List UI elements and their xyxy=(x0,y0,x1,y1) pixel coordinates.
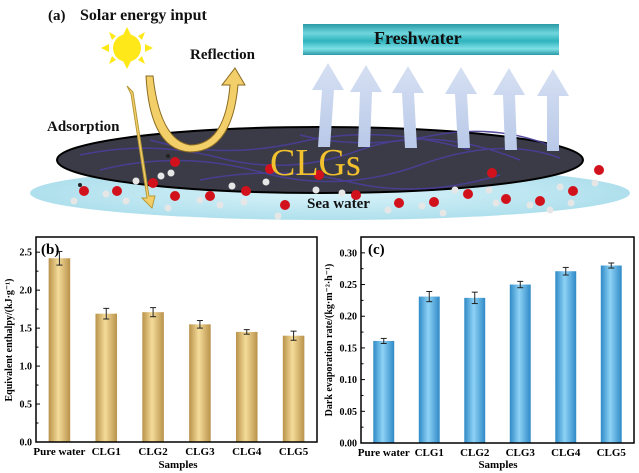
x-tick-label: CLG2 xyxy=(138,446,168,458)
bars-group xyxy=(48,258,305,442)
error-bar xyxy=(517,280,524,289)
x-tick-label: Pure water xyxy=(358,447,410,459)
adsorption-label: Adsorption xyxy=(47,119,120,135)
error-bar xyxy=(380,337,387,344)
x-ticks-group: Pure water CLG1 CLG2 CLG3 CLG4 CLG5 xyxy=(33,446,308,458)
error-bar xyxy=(290,330,297,341)
bar-clg3 xyxy=(189,324,211,442)
bar-clg3 xyxy=(509,284,531,443)
plot-frame xyxy=(35,236,318,443)
y-tick-label: 0.15 xyxy=(340,343,358,354)
bar-clg2 xyxy=(142,312,164,442)
vapor-arrows xyxy=(312,63,569,151)
error-bars-group xyxy=(380,262,615,344)
bar-clg4 xyxy=(235,331,258,442)
x-tick-label: Pure water xyxy=(33,446,85,458)
bars-group xyxy=(373,265,622,443)
reflection-arrow xyxy=(145,67,246,153)
x-tick-label: CLG5 xyxy=(279,446,309,458)
error-bar xyxy=(471,291,478,305)
x-tick-label: CLG4 xyxy=(232,446,262,458)
chart-b: 0.0 0.5 1.0 1.5 2.0 2.5 Pure water CLG1 CLG2 CLG… xyxy=(4,236,318,471)
y-tick-label: 1.5 xyxy=(20,324,33,335)
y-ticks-group: 0.00 0.05 0.10 0.15 0.20 0.25 0.30 xyxy=(340,248,365,450)
x-ticks-group: Pure water CLG1 CLG2 CLG3 CLG4 CLG5 xyxy=(358,447,627,459)
x-tick-label: CLG1 xyxy=(92,446,121,458)
reflection-label: Reflection xyxy=(190,47,255,63)
error-bar xyxy=(608,262,615,269)
bar-pure-water xyxy=(373,340,395,443)
solar-energy-label: Solar energy input xyxy=(80,7,207,24)
panel-b-label: (b) xyxy=(41,242,59,258)
x-axis-label: Samples xyxy=(478,459,518,471)
bar-clg4 xyxy=(555,271,577,443)
y-axis-label: Dark evaporation rate/(kg·m⁻²·h⁻¹) xyxy=(324,264,335,417)
bar-clg5 xyxy=(282,335,305,442)
freshwater-label: Freshwater xyxy=(374,28,462,48)
error-bar xyxy=(56,250,63,266)
y-ticks-group: 0.0 0.5 1.0 1.5 2.0 2.5 xyxy=(20,248,40,449)
illustration-panel-a: (a) Solar energy input Reflection Adsorp… xyxy=(0,0,639,230)
clgs-label: CLGs xyxy=(270,142,361,184)
y-tick-label: 0.10 xyxy=(340,375,358,386)
illustration-svg xyxy=(30,24,630,220)
clg-fibers xyxy=(79,130,561,190)
y-axis-label: Equivalent enthalpy/(kJ·g⁻¹) xyxy=(4,278,15,401)
seawater-label: Sea water xyxy=(307,196,370,212)
x-axis-label: Samples xyxy=(158,459,198,471)
x-tick-label: CLG2 xyxy=(460,447,490,459)
error-bar xyxy=(103,307,110,320)
panel-c-label: (c) xyxy=(368,242,385,258)
y-tick-label: 1.0 xyxy=(20,362,33,373)
y-tick-label: 0.5 xyxy=(20,400,33,411)
y-tick-label: 0.25 xyxy=(340,280,358,291)
error-bar xyxy=(562,266,569,276)
bar-clg5 xyxy=(600,265,622,443)
panel-a-label: (a) xyxy=(48,8,66,24)
bar-clg1 xyxy=(95,313,118,442)
error-bar xyxy=(150,307,157,318)
x-tick-label: CLG1 xyxy=(415,447,444,459)
y-tick-label: 0.20 xyxy=(340,312,358,323)
y-tick-label: 2.0 xyxy=(20,286,33,297)
bar-clg1 xyxy=(418,296,440,443)
y-tick-label: 0.00 xyxy=(340,439,358,450)
error-bar xyxy=(243,329,250,335)
chart-c: 0.00 0.05 0.10 0.15 0.20 0.25 0.30 Pure water C… xyxy=(324,236,635,471)
x-tick-label: CLG5 xyxy=(597,447,627,459)
bar-clg2 xyxy=(464,297,486,443)
error-bars-group xyxy=(56,250,297,341)
x-tick-label: CLG3 xyxy=(506,447,536,459)
water-molecules xyxy=(70,154,604,220)
x-tick-label: CLG4 xyxy=(551,447,581,459)
y-tick-label: 0.30 xyxy=(340,248,358,259)
x-tick-label: CLG3 xyxy=(185,446,215,458)
y-tick-label: 0.05 xyxy=(340,407,358,418)
error-bar xyxy=(426,291,433,303)
sun-icon xyxy=(101,27,153,69)
plot-frame xyxy=(360,236,635,444)
bar-pure-water xyxy=(48,258,71,442)
adsorption-arrow xyxy=(126,85,156,209)
y-tick-label: 0.0 xyxy=(20,438,33,449)
freshwater-bar xyxy=(303,24,559,55)
error-bar xyxy=(196,320,203,329)
y-tick-label: 2.5 xyxy=(20,248,33,259)
